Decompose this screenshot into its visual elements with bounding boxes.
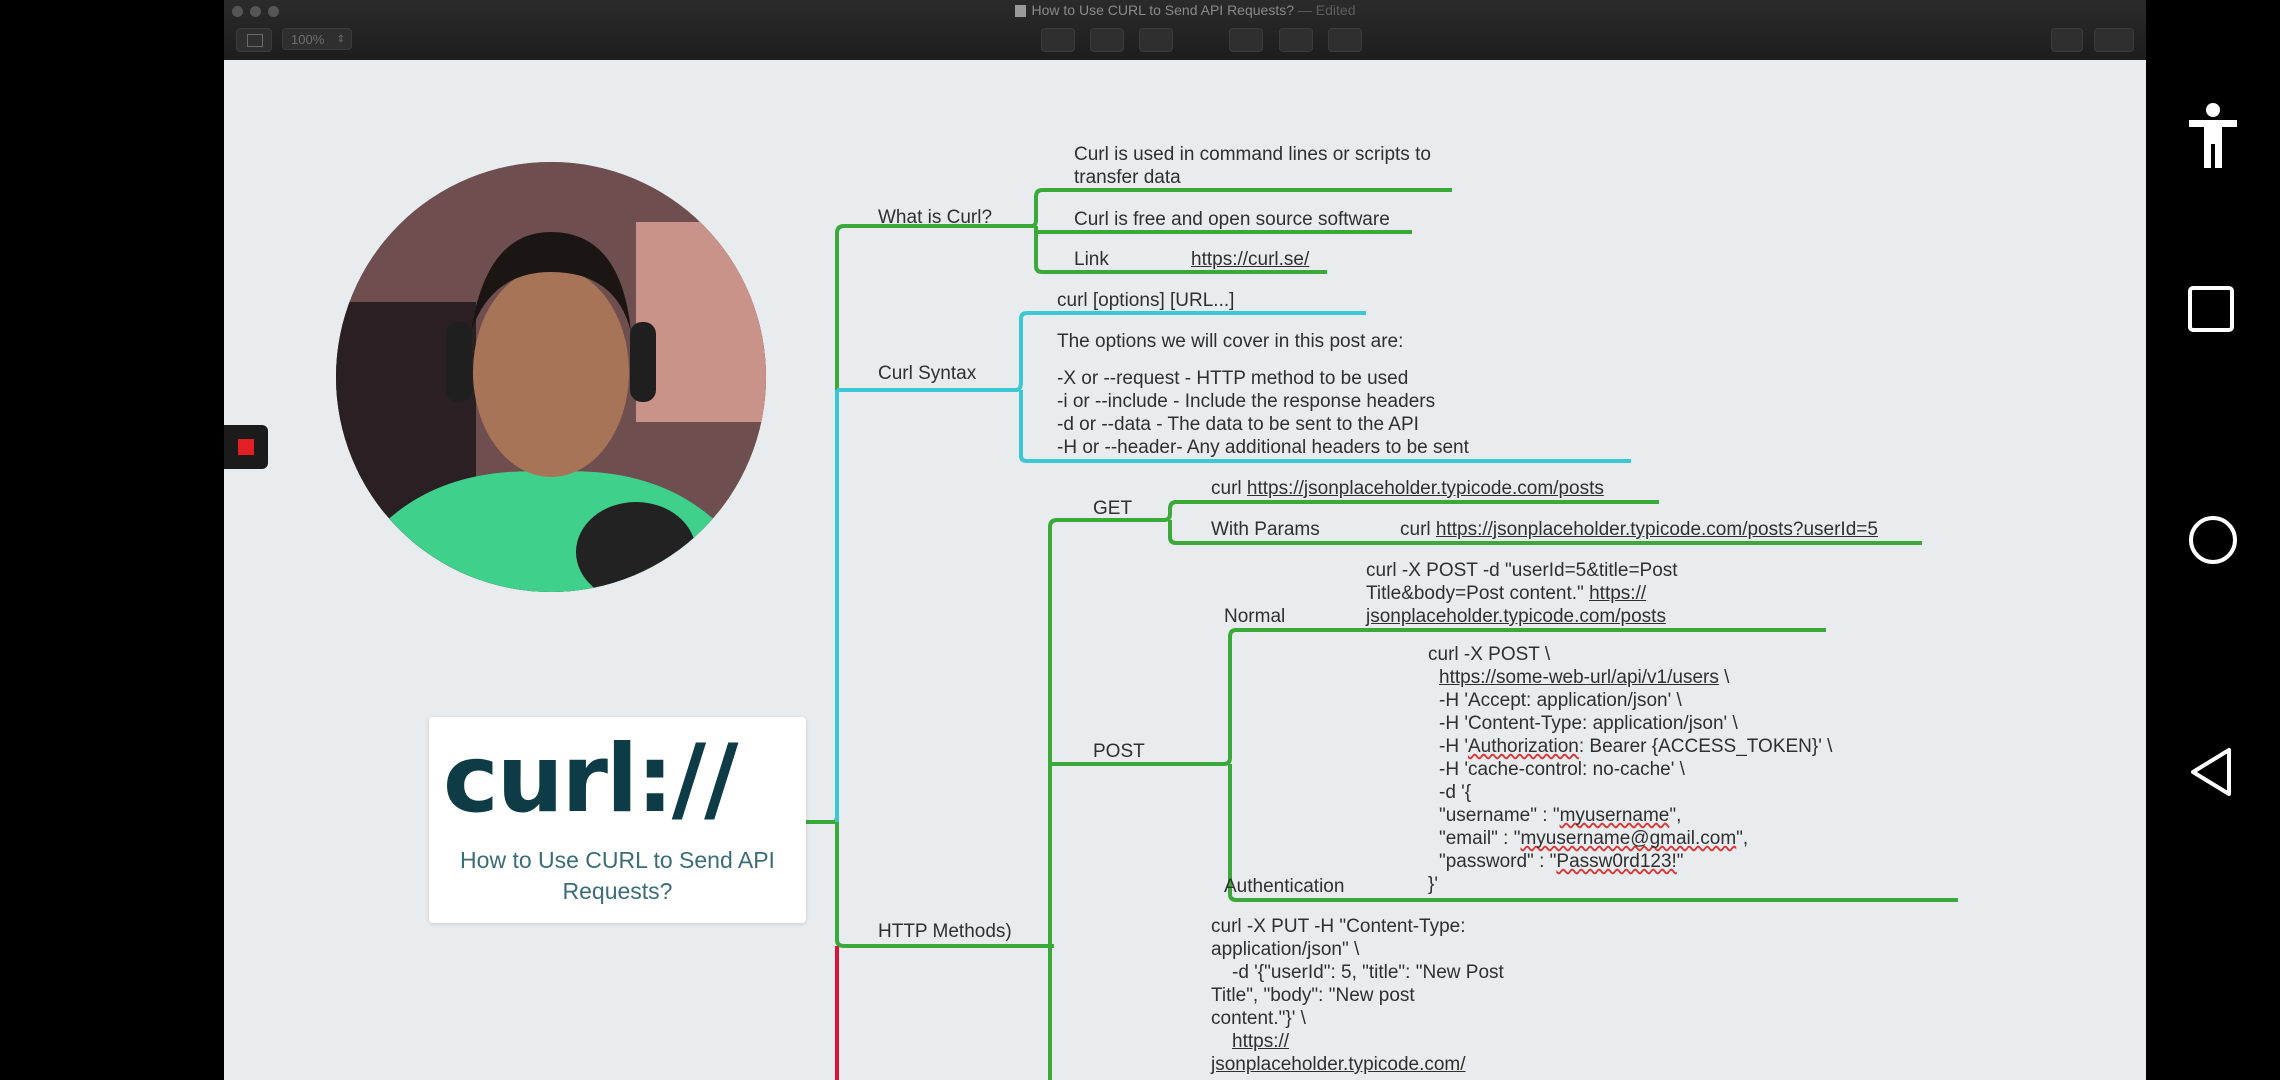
close-window-button[interactable] [232, 6, 243, 17]
stop-icon [238, 439, 254, 455]
auth-line-11: }' [1428, 874, 1438, 895]
relation-tool-button[interactable] [1279, 28, 1313, 52]
put-line-1: curl -X PUT -H "Content-Type: [1211, 916, 1466, 937]
auth-line-10: "password" : "Passw0rd123!" [1439, 850, 1684, 873]
node-post[interactable]: POST [1093, 741, 1145, 762]
node-get-params-command[interactable]: curl https://jsonplaceholder.typicode.co… [1400, 518, 1878, 541]
auth-line-4: -H 'Content-Type: application/json' \ [1439, 713, 1738, 734]
webcam-overlay [336, 162, 766, 592]
node-what-is-curl[interactable]: What is Curl? [878, 207, 993, 228]
window-title: How to Use CURL to Send API Requests? — … [224, 2, 2146, 18]
auth-line-8-post: ", [1669, 805, 1682, 826]
android-nav-bar [2146, 0, 2280, 1080]
option-request: -X or --request - HTTP method to be used [1057, 368, 1409, 389]
node-http-methods[interactable]: HTTP Methods) [878, 921, 1012, 942]
auth-line-5-word: Authorization [1467, 736, 1579, 757]
node-curl-definition-line2[interactable]: transfer data [1074, 167, 1181, 188]
auth-line-9-post: ", [1736, 828, 1749, 849]
post-normal-body: Title&body=Post content." [1366, 583, 1584, 604]
node-with-params[interactable]: With Params [1211, 519, 1320, 540]
get-params-link[interactable]: https://jsonplaceholder.typicode.com/pos… [1435, 519, 1878, 540]
zoom-select[interactable]: 100% ⇕ [282, 28, 352, 50]
node-get[interactable]: GET [1093, 498, 1133, 519]
params-cmd-prefix: curl [1400, 519, 1431, 540]
logo-caption: How to Use CURL to Send API Requests? [460, 847, 775, 904]
outline-tool-button[interactable] [1090, 28, 1124, 52]
stepper-icon: ⇕ [336, 34, 345, 45]
mindmap-canvas[interactable]: What is Curl? Curl is used in command li… [224, 60, 2146, 1080]
share-button[interactable] [2051, 28, 2083, 52]
recording-indicator[interactable] [224, 425, 268, 469]
auth-line-3: -H 'Accept: application/json' \ [1439, 690, 1682, 711]
put-line-5: content."}' \ [1211, 1008, 1306, 1029]
auth-line-10-word: Passw0rd123! [1556, 851, 1677, 872]
auth-line-8-word: myusername [1559, 805, 1670, 826]
auth-line-2-tail: \ [1718, 667, 1730, 688]
auth-line-7: -d '{ [1439, 782, 1472, 803]
node-get-command[interactable]: curl https://jsonplaceholder.typicode.co… [1211, 477, 1604, 500]
put-link-part2[interactable]: jsonplaceholder.typicode.com/ [1211, 1054, 1466, 1075]
auth-line-5-post: : Bearer {ACCESS_TOKEN}' \ [1578, 736, 1833, 757]
zoom-value: 100% [291, 32, 325, 47]
presentation-window: How to Use CURL to Send API Requests? — … [224, 0, 2146, 1080]
node-post-normal-line2[interactable]: Title&body=Post content." https:// [1366, 582, 1646, 605]
inspector-button[interactable] [2094, 28, 2134, 52]
put-line-3: -d '{"userId": 5, "title": "New Post [1232, 962, 1504, 983]
auth-line-9: "email" : "myusername@gmail.com", [1439, 827, 1748, 850]
option-data: -d or --data - The data to be sent to th… [1057, 414, 1419, 435]
window-titlebar: How to Use CURL to Send API Requests? — … [224, 0, 2146, 60]
node-curl-definition-line1[interactable]: Curl is used in command lines or scripts… [1074, 144, 1431, 165]
get-cmd-prefix: curl [1211, 478, 1242, 499]
auth-line-6: -H 'cache-control: no-cache' \ [1439, 759, 1685, 780]
sidebar-icon [247, 34, 263, 47]
get-posts-link[interactable]: https://jsonplaceholder.typicode.com/pos… [1246, 478, 1604, 499]
curl-homepage-link[interactable]: https://curl.se/ [1191, 249, 1310, 270]
edited-status: — Edited [1297, 2, 1356, 18]
curl-logo-card: curl:// How to Use CURL to Send API Requ… [429, 717, 806, 923]
back-icon[interactable] [2187, 746, 2235, 798]
node-authentication[interactable]: Authentication [1224, 876, 1345, 897]
auth-line-2: https://some-web-url/api/v1/users \ [1439, 666, 1729, 689]
accessibility-icon[interactable] [2187, 102, 2239, 168]
node-curl-syntax[interactable]: Curl Syntax [878, 363, 977, 384]
minimize-window-button[interactable] [250, 6, 261, 17]
auth-line-1: curl -X POST \ [1428, 644, 1551, 665]
theme-tool-button[interactable] [1139, 28, 1173, 52]
auth-line-8: "username" : "myusername", [1439, 804, 1681, 827]
home-icon[interactable] [2187, 514, 2239, 566]
node-curl-open-source[interactable]: Curl is free and open source software [1074, 209, 1390, 230]
node-syntax[interactable]: curl [options] [URL...] [1057, 290, 1235, 311]
window-title-text: How to Use CURL to Send API Requests? [1031, 2, 1295, 18]
node-link-label[interactable]: Link [1074, 249, 1109, 270]
put-link-part1[interactable]: https:// [1232, 1031, 1290, 1052]
curl-logo: curl:// [443, 725, 738, 834]
zoom-window-button[interactable] [268, 6, 279, 17]
node-options-intro[interactable]: The options we will cover in this post a… [1057, 331, 1404, 352]
insert-tool-button[interactable] [1229, 28, 1263, 52]
post-normal-link-part2[interactable]: jsonplaceholder.typicode.com/posts [1366, 606, 1666, 627]
option-header: -H or --header- Any additional headers t… [1057, 437, 1469, 458]
auth-line-10-post: " [1676, 851, 1684, 872]
auth-line-5-pre: -H ' [1439, 736, 1468, 757]
presenter-video [336, 162, 766, 592]
put-line-4: Title", "body": "New post [1211, 985, 1415, 1006]
document-icon [1014, 5, 1026, 18]
node-post-normal-line1[interactable]: curl -X POST -d "userId=5&title=Post [1366, 560, 1678, 581]
auth-users-link[interactable]: https://some-web-url/api/v1/users [1439, 667, 1719, 688]
sidebar-toggle-button[interactable] [236, 28, 272, 52]
fullscreen-tool-button[interactable] [1328, 28, 1362, 52]
auth-line-10-pre: "password" : " [1439, 851, 1557, 872]
recents-icon[interactable] [2187, 285, 2235, 333]
auth-line-5: -H 'Authorization: Bearer {ACCESS_TOKEN}… [1439, 735, 1832, 758]
auth-line-9-word: myusername@gmail.com [1520, 828, 1737, 849]
put-line-2: application/json" \ [1211, 939, 1360, 960]
mindmap-connectors [806, 188, 1958, 1080]
mindmap-tool-button[interactable] [1041, 28, 1075, 52]
node-normal[interactable]: Normal [1224, 606, 1286, 627]
auth-line-9-pre: "email" : " [1439, 828, 1521, 849]
auth-line-8-pre: "username" : " [1439, 805, 1560, 826]
option-include: -i or --include - Include the response h… [1057, 391, 1436, 412]
post-normal-link-part1[interactable]: https:// [1589, 583, 1647, 604]
